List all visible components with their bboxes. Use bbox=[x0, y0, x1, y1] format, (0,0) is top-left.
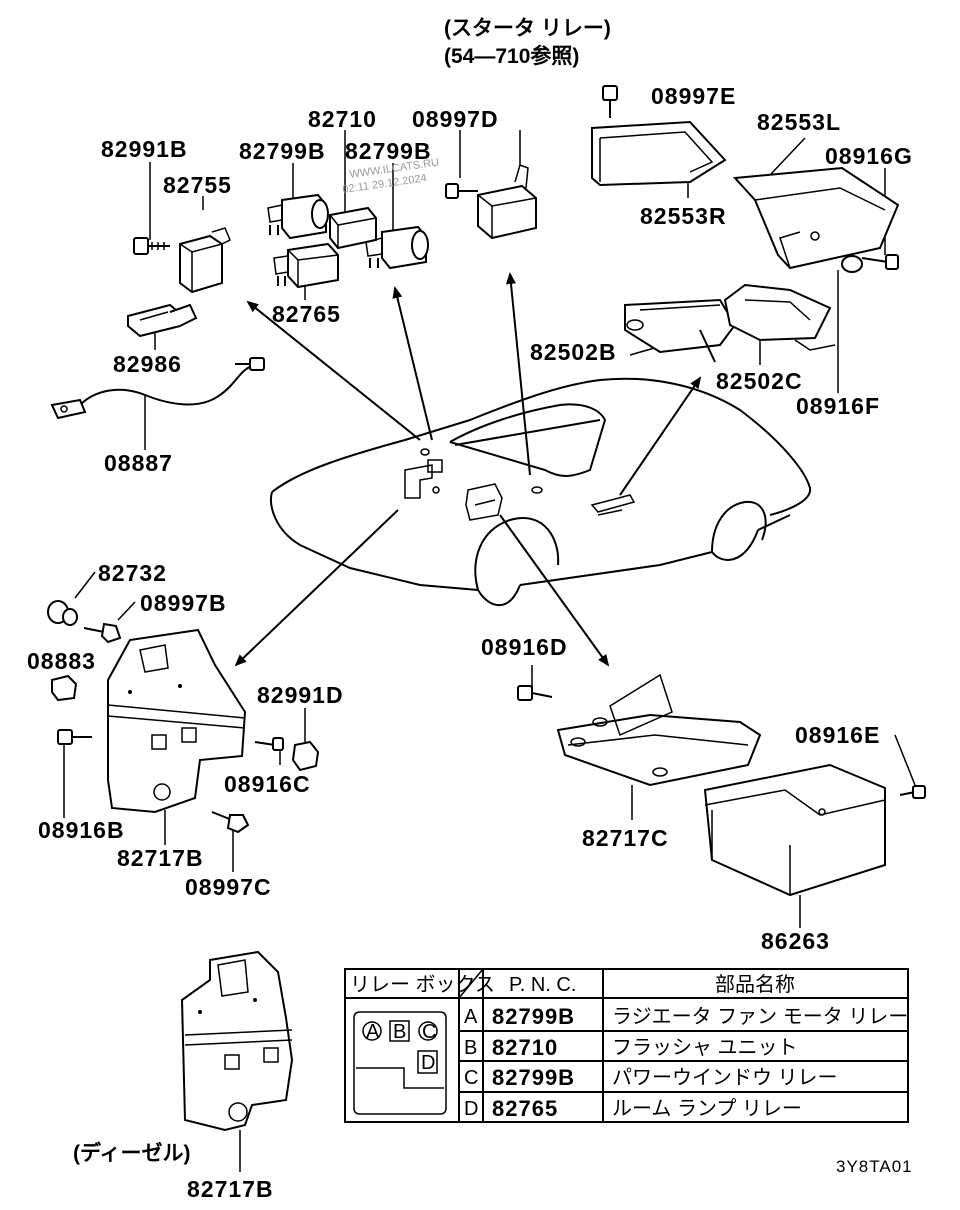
table-header-part-name: 部品名称 bbox=[715, 973, 795, 996]
label-82799B-b: 82799B bbox=[345, 138, 432, 164]
label-82710: 82710 bbox=[308, 106, 377, 132]
row-key: B bbox=[464, 1037, 477, 1059]
table-header-relay-box: リレー ボックス bbox=[350, 973, 495, 996]
box-letter-c: C bbox=[422, 1021, 436, 1043]
box-letter-b: B bbox=[393, 1021, 406, 1043]
label-82732: 82732 bbox=[98, 560, 167, 586]
bolt-08997B-drawing bbox=[83, 622, 122, 644]
label-diesel: (ディーゼル) bbox=[73, 1141, 191, 1165]
table-row: A 82799B ラジエータ ファン モータ リレー bbox=[464, 1004, 908, 1029]
row-key: C bbox=[464, 1067, 478, 1089]
row-key: A bbox=[464, 1006, 478, 1028]
label-82991D: 82991D bbox=[257, 682, 344, 708]
clip-08883-drawing bbox=[51, 674, 78, 702]
bolt-08916C-drawing bbox=[254, 737, 284, 751]
label-82502C: 82502C bbox=[716, 368, 803, 394]
label-08887: 08887 bbox=[104, 450, 173, 476]
label-08916C: 08916C bbox=[224, 771, 311, 797]
starter-relay-title: (スタータ リレー) bbox=[444, 17, 611, 40]
label-82502B: 82502B bbox=[530, 339, 617, 365]
flasher-82710-drawing bbox=[329, 206, 377, 250]
bolt-08997E-drawing bbox=[602, 85, 618, 118]
label-08883: 08883 bbox=[27, 648, 96, 674]
bolt-82991B-drawing bbox=[133, 237, 170, 255]
label-08916F: 08916F bbox=[796, 393, 880, 419]
bolt-08916F-drawing bbox=[841, 255, 863, 273]
row-key: D bbox=[464, 1098, 478, 1120]
starter-relay-drawing bbox=[445, 164, 537, 240]
cover-82553L-drawing bbox=[732, 166, 900, 270]
label-86263: 86263 bbox=[761, 928, 830, 954]
bracket-82717C-drawing bbox=[556, 673, 762, 787]
leader-arrows bbox=[234, 272, 702, 667]
wire-harness-08887-drawing bbox=[50, 357, 265, 420]
relay-82799B-a-drawing bbox=[267, 193, 329, 240]
bolt-08916G-drawing bbox=[861, 254, 899, 270]
label-82717B: 82717B bbox=[117, 845, 204, 871]
starter-relay-reference: (54—710参照) bbox=[444, 44, 579, 68]
label-08916D: 08916D bbox=[481, 634, 568, 660]
label-82799B-a: 82799B bbox=[239, 138, 326, 164]
tray-86263-drawing bbox=[703, 763, 886, 897]
label-08997D: 08997D bbox=[412, 106, 499, 132]
diagram-code: 3Y8TA01 bbox=[836, 1157, 913, 1176]
row-part-name: フラッシャ ユニット bbox=[612, 1037, 798, 1059]
connector-82986-drawing bbox=[127, 303, 198, 338]
cover-82553R-drawing bbox=[591, 120, 727, 187]
row-pnc: 82765 bbox=[492, 1096, 558, 1121]
label-82765: 82765 bbox=[272, 301, 341, 327]
table-header-pnc: P. N. C. bbox=[509, 974, 576, 996]
bolt-08916D-drawing bbox=[517, 685, 553, 701]
label-08997B: 08997B bbox=[140, 590, 227, 616]
row-pnc: 82799B bbox=[492, 1004, 575, 1029]
relay-box-diesel-drawing bbox=[180, 950, 294, 1132]
box-letter-d: D bbox=[421, 1052, 435, 1074]
box-letter-a: A bbox=[366, 1021, 380, 1043]
bolt-08916B-drawing bbox=[57, 729, 92, 745]
label-82755: 82755 bbox=[163, 172, 232, 198]
label-82717C: 82717C bbox=[582, 825, 669, 851]
row-pnc: 82799B bbox=[492, 1065, 575, 1090]
car-outline bbox=[270, 377, 812, 607]
relay-box-table: リレー ボックス P. N. C. 部品名称 A B C D A 82799B … bbox=[344, 968, 909, 1123]
label-08997E: 08997E bbox=[651, 83, 736, 109]
bolt-08916E-drawing bbox=[899, 785, 926, 799]
relay-82799B-b-drawing bbox=[365, 225, 429, 270]
label-08997C: 08997C bbox=[185, 874, 272, 900]
relay-box-layout-icon: A B C D bbox=[353, 1011, 447, 1115]
row-pnc: 82710 bbox=[492, 1035, 558, 1060]
label-08916E: 08916E bbox=[795, 722, 880, 748]
label-82717B-diesel: 82717B bbox=[187, 1176, 274, 1202]
row-part-name: パワーウインドウ リレー bbox=[612, 1067, 838, 1089]
label-82553R: 82553R bbox=[640, 203, 727, 229]
label-82553L: 82553L bbox=[757, 109, 841, 135]
relay-82991D-drawing bbox=[291, 740, 320, 772]
label-08916B: 08916B bbox=[38, 817, 125, 843]
row-part-name: ルーム ランプ リレー bbox=[612, 1098, 802, 1120]
label-82986: 82986 bbox=[113, 351, 182, 377]
label-08916G: 08916G bbox=[825, 143, 913, 169]
relay-82755-drawing bbox=[179, 227, 231, 294]
row-part-name: ラジエータ ファン モータ リレー bbox=[612, 1005, 908, 1028]
relay-82765-drawing bbox=[273, 242, 339, 289]
bolt-08997C-drawing bbox=[211, 811, 250, 834]
grommet-82732-drawing bbox=[47, 600, 78, 626]
table-row: D 82765 ルーム ランプ リレー bbox=[464, 1096, 802, 1121]
table-row: C 82799B パワーウインドウ リレー bbox=[464, 1065, 838, 1090]
table-row: B 82710 フラッシャ ユニット bbox=[464, 1035, 798, 1060]
bracket-82502B-drawing bbox=[624, 298, 737, 363]
relay-box-82717B-drawing bbox=[107, 628, 247, 814]
bracket-82502C-drawing bbox=[723, 283, 836, 351]
label-82991B: 82991B bbox=[101, 136, 188, 162]
